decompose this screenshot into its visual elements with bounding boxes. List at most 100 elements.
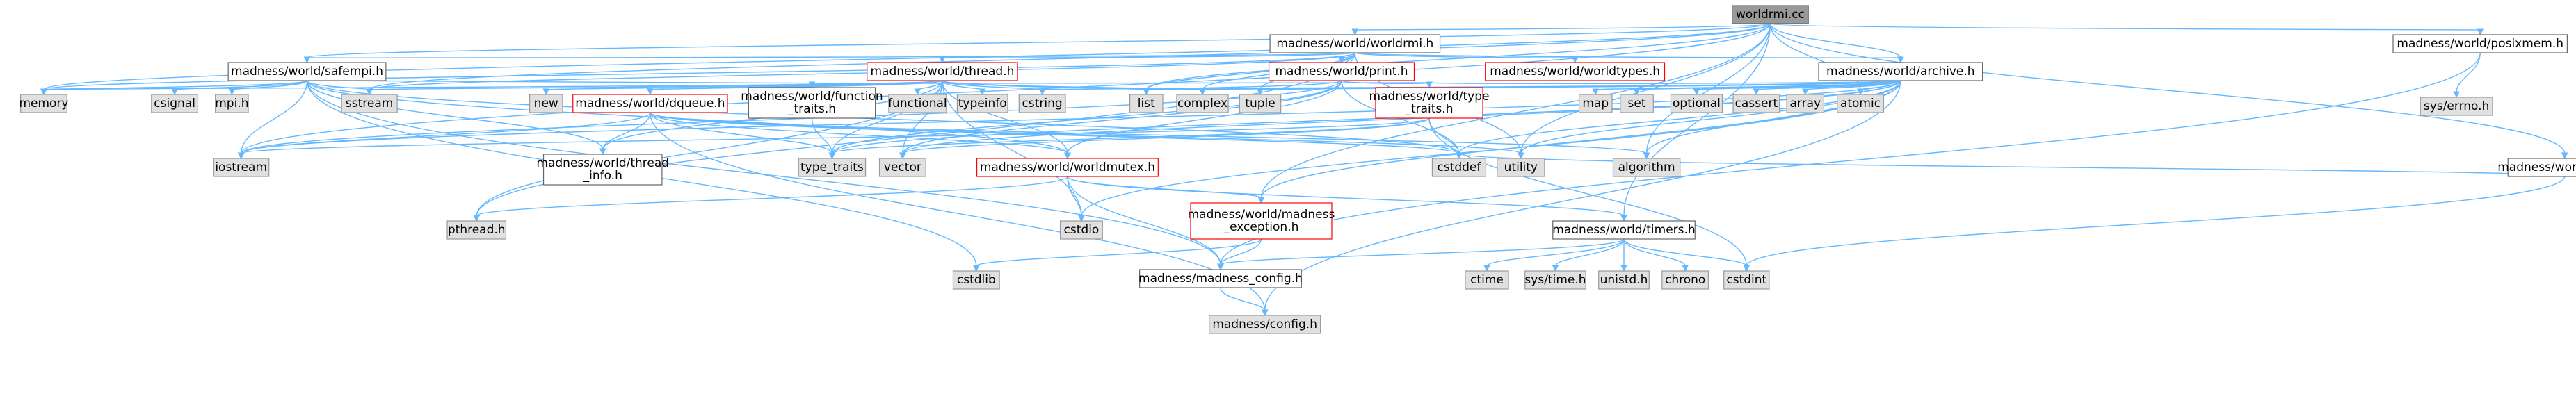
edge-worldrmi-cc-to-timers-h (1623, 23, 1771, 217)
edge-thread-h-to-vector (902, 80, 943, 154)
edge-units-h-to-cstdint (1746, 176, 2566, 267)
node-box-sstream (341, 94, 398, 113)
edge-archive-h-to-utility (1520, 80, 1901, 154)
edge-arrowhead-timers-h-to-chrono (1682, 265, 1689, 272)
node-box-cassert (1732, 94, 1780, 113)
node-label-function-traits-h: _traits.h (787, 102, 836, 116)
node-box-csignal (151, 94, 199, 113)
node-cstring: cstring (1018, 94, 1066, 113)
node-box-array (1786, 94, 1825, 113)
node-print-h[interactable]: madness/world/print.h (1268, 62, 1415, 81)
node-box-timers-h (1552, 220, 1696, 240)
node-label-cassert: cassert (1735, 97, 1778, 110)
node-box-type-traits-h (1375, 87, 1483, 119)
node-label-mpi-h: mpi.h (215, 97, 248, 110)
edge-arrowhead-worldrmi-h-to-worldtypes-h (1571, 56, 1579, 64)
edge-worldrmi-cc-to-iostream (240, 23, 1771, 154)
node-csignal: csignal (151, 94, 199, 113)
node-worldrmi-cc[interactable]: worldrmi.cc (1731, 5, 1809, 24)
node-units-h[interactable]: madness/world/units.h (2497, 158, 2576, 177)
edge-worldrmi-cc-to-list (1145, 23, 1771, 90)
node-cstdlib: cstdlib (952, 270, 1000, 290)
node-worldmutex-h[interactable]: madness/world/worldmutex.h (976, 158, 1159, 177)
node-label-algorithm: algorithm (1618, 160, 1675, 174)
edge-arrowhead-archive-h-to-optional (1693, 88, 1700, 96)
node-box-madness-exception-h (1190, 202, 1333, 240)
edge-arrowhead-thread-h-to-sstream (366, 88, 373, 96)
edge-worldrmi-h-to-thread-h (942, 52, 1355, 58)
edge-worldrmi-cc-to-memory (43, 23, 1771, 90)
edge-arrowhead-archive-h-to-list (1143, 88, 1150, 96)
node-cstdio: cstdio (1059, 220, 1103, 240)
edge-worldrmi-cc-to-archive-h (1769, 23, 1901, 58)
edge-thread-h-to-worldmutex-h (942, 80, 1068, 154)
node-box-optional (1670, 94, 1723, 113)
edge-arrowhead-archive-h-to-cstring (1038, 88, 1046, 96)
edge-thread-h-to-dqueue-h (650, 80, 943, 90)
edge-archive-h-to-tuple (1259, 80, 1901, 90)
node-complex: complex (1176, 94, 1229, 113)
node-thread-h[interactable]: madness/world/thread.h (867, 62, 1018, 81)
node-label-cstring: cstring (1022, 97, 1063, 110)
node-box-utility (1497, 158, 1545, 177)
edge-arrowhead-archive-h-to-set (1633, 88, 1641, 96)
node-functional: functional (888, 94, 947, 113)
node-box-print-h (1268, 62, 1415, 81)
node-label-iostream: iostream (215, 160, 267, 174)
edge-type-traits-h-to-type-traits (831, 117, 1430, 154)
edge-worldrmi-cc-to-sstream (369, 23, 1771, 90)
node-madness-config-h[interactable]: madness/madness_config.h (1138, 269, 1303, 288)
edge-worldrmi-h-to-worldtypes-h (1354, 52, 1576, 58)
node-tuple: tuple (1239, 94, 1282, 113)
node-posixmem-h[interactable]: madness/world/posixmem.h (2392, 34, 2568, 53)
edge-dqueue-h-to-iostream (240, 112, 651, 154)
node-box-tuple (1239, 94, 1282, 113)
node-label-timers-h: madness/world/timers.h (1552, 223, 1695, 237)
node-box-dqueue-h (572, 94, 728, 113)
edge-archive-h-to-array (1805, 80, 1901, 90)
edge-thread-h-to-memory (43, 80, 943, 90)
node-label-sys-errno-h: sys/errno.h (2424, 99, 2489, 113)
node-worldtypes-h[interactable]: madness/world/worldtypes.h (1485, 62, 1666, 81)
node-label-chrono: chrono (1665, 273, 1705, 287)
edge-timers-h-to-sys-time-h (1554, 238, 1625, 267)
node-box-pthread-h (446, 220, 507, 240)
node-map: map (1578, 94, 1613, 113)
edge-arrowhead-worldrmi-cc-to-worldrmi-h (1351, 28, 1359, 36)
node-label-worldmutex-h: madness/world/worldmutex.h (980, 160, 1155, 174)
node-function-traits-h[interactable]: madness/world/function_traits.h (741, 87, 883, 119)
edge-archive-h-to-cassert (1755, 80, 1901, 90)
node-type-traits: type_traits (798, 158, 867, 177)
node-timers-h[interactable]: madness/world/timers.h (1552, 220, 1696, 240)
node-box-complex (1176, 94, 1229, 113)
edge-worldrmi-h-to-safempi-h (307, 52, 1355, 58)
edge-arrowhead-dqueue-h-to-utility (1518, 152, 1524, 160)
node-box-list (1129, 94, 1164, 113)
edge-arrowhead-worldmutex-h-to-madness-exception-h (1257, 197, 1265, 204)
edge-dqueue-h-to-cstddef (650, 112, 1460, 154)
node-box-algorithm (1612, 158, 1681, 177)
node-box-functional (888, 94, 947, 113)
node-archive-h[interactable]: madness/world/archive.h (1818, 62, 1983, 81)
node-worldrmi-h[interactable]: madness/world/worldrmi.h (1269, 34, 1441, 53)
node-label-cstdio: cstdio (1064, 223, 1100, 237)
edge-worldrmi-h-to-archive-h (1354, 52, 1901, 58)
node-label-typeinfo: typeinfo (958, 97, 1007, 110)
node-thread-info-h[interactable]: madness/world/thread_info.h (536, 154, 669, 186)
node-box-atomic (1837, 94, 1884, 113)
node-label-madness-config-h: madness/madness_config.h (1138, 272, 1303, 286)
node-label-type-traits-h: madness/world/type (1369, 90, 1489, 104)
node-box-ctime (1465, 270, 1509, 290)
node-safempi-h[interactable]: madness/world/safempi.h (227, 62, 387, 81)
node-type-traits-h[interactable]: madness/world/type_traits.h (1369, 87, 1489, 119)
edge-arrowhead-safempi-h-to-mpi-h (228, 88, 236, 96)
node-box-typeinfo (956, 94, 1008, 113)
edge-print-h-to-type-traits-h (1341, 80, 1430, 85)
edge-arrowhead-timers-h-to-cstdint (1743, 265, 1750, 272)
edge-arrowhead-safempi-h-to-csignal (171, 88, 178, 96)
node-dqueue-h[interactable]: madness/world/dqueue.h (572, 94, 728, 113)
node-madness-exception-h[interactable]: madness/world/madness_exception.h (1188, 202, 1335, 240)
node-box-type-traits (798, 158, 867, 177)
node-label-madness-exception-h: _exception.h (1223, 220, 1299, 234)
